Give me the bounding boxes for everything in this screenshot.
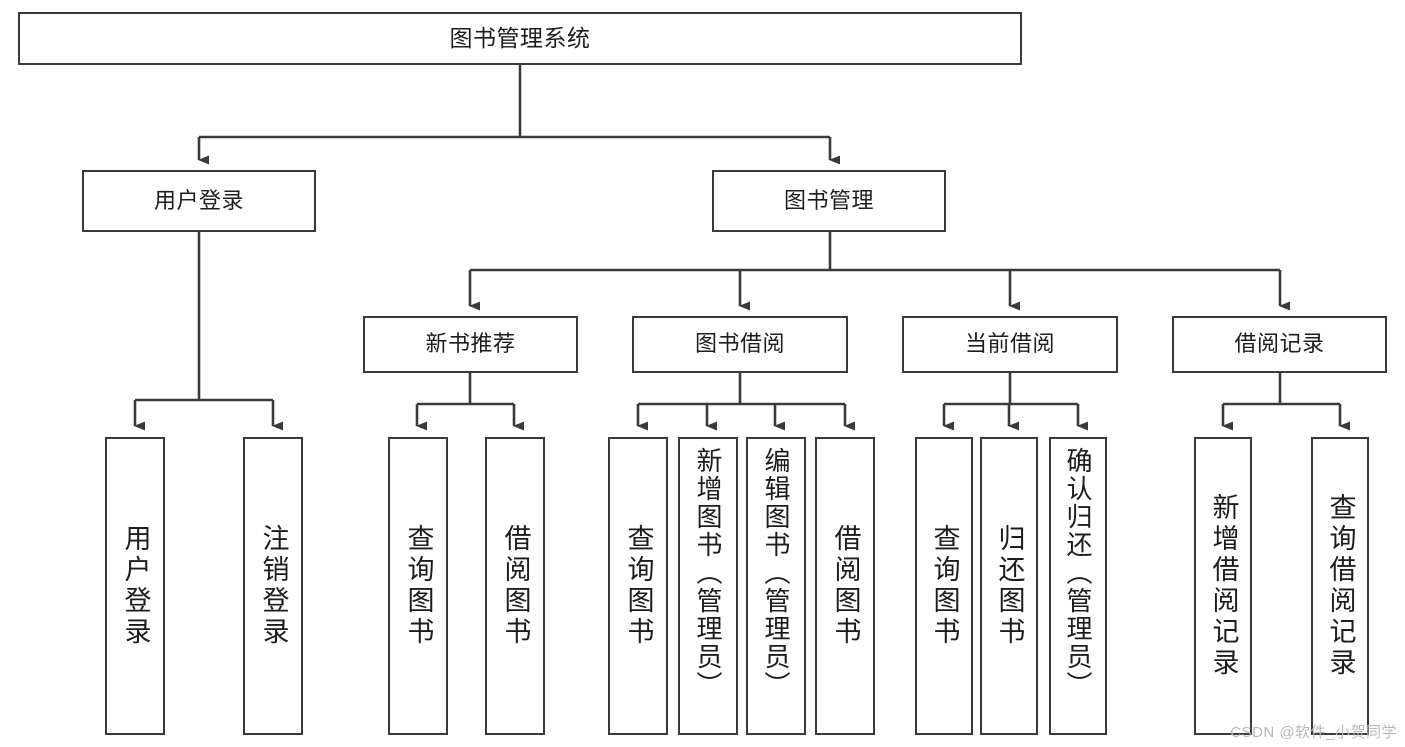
node-label: 用户登录 <box>153 187 244 213</box>
node-borrow-record[interactable]: 借阅记录 <box>1172 316 1387 373</box>
node-label: 查询图书 <box>929 524 960 648</box>
leaf-book-borrow-borrow-book[interactable]: 借阅图书 <box>815 437 875 735</box>
node-label: 查询图书 <box>623 524 654 648</box>
leaf-current-borrow-return-book[interactable]: 归还图书 <box>980 437 1038 735</box>
leaf-current-borrow-query-book[interactable]: 查询图书 <box>915 437 973 735</box>
node-label: 图书管理 <box>783 187 874 213</box>
node-user-login[interactable]: 用户登录 <box>82 170 316 232</box>
node-label: 当前借阅 <box>964 331 1055 357</box>
node-book-management[interactable]: 图书管理 <box>712 170 946 232</box>
node-new-book-recommend[interactable]: 新书推荐 <box>363 316 578 373</box>
leaf-borrow-record-query-record[interactable]: 查询借阅记录 <box>1311 437 1369 735</box>
node-label: 归还图书 <box>994 524 1025 648</box>
csdn-watermark: CSDN @软件_小贺同学 <box>1230 724 1397 741</box>
leaf-user-login-login[interactable]: 用户登录 <box>105 437 165 735</box>
leaf-book-borrow-query-book[interactable]: 查询图书 <box>608 437 668 735</box>
node-label: 注销登录 <box>258 524 289 648</box>
node-label: 图书借阅 <box>694 331 785 357</box>
node-label: 新书推荐 <box>425 331 516 357</box>
node-label: 新增借阅记录 <box>1208 493 1239 679</box>
leaf-book-borrow-edit-book-admin[interactable]: 编辑图书（管理员） <box>746 437 806 735</box>
node-label: 确认归还（管理员） <box>1063 447 1093 699</box>
node-label: 图书管理系统 <box>449 24 591 51</box>
node-label: 编辑图书（管理员） <box>761 447 791 699</box>
node-root-book-management-system[interactable]: 图书管理系统 <box>18 12 1022 65</box>
node-label: 查询图书 <box>403 524 434 648</box>
node-book-borrow[interactable]: 图书借阅 <box>632 316 848 373</box>
leaf-new-book-query-book[interactable]: 查询图书 <box>388 437 448 735</box>
leaf-current-borrow-confirm-return-admin[interactable]: 确认归还（管理员） <box>1049 437 1107 735</box>
node-label: 借阅图书 <box>830 524 861 648</box>
leaf-new-book-borrow-book[interactable]: 借阅图书 <box>485 437 545 735</box>
leaf-borrow-record-add-record[interactable]: 新增借阅记录 <box>1194 437 1252 735</box>
node-label: 用户登录 <box>120 524 151 648</box>
node-label: 借阅图书 <box>500 524 531 648</box>
node-current-borrow[interactable]: 当前借阅 <box>902 316 1118 373</box>
leaf-book-borrow-add-book-admin[interactable]: 新增图书（管理员） <box>678 437 738 735</box>
leaf-user-login-logout[interactable]: 注销登录 <box>243 437 303 735</box>
node-label: 查询借阅记录 <box>1325 493 1356 679</box>
node-label: 借阅记录 <box>1234 331 1325 357</box>
node-label: 新增图书（管理员） <box>693 447 723 699</box>
